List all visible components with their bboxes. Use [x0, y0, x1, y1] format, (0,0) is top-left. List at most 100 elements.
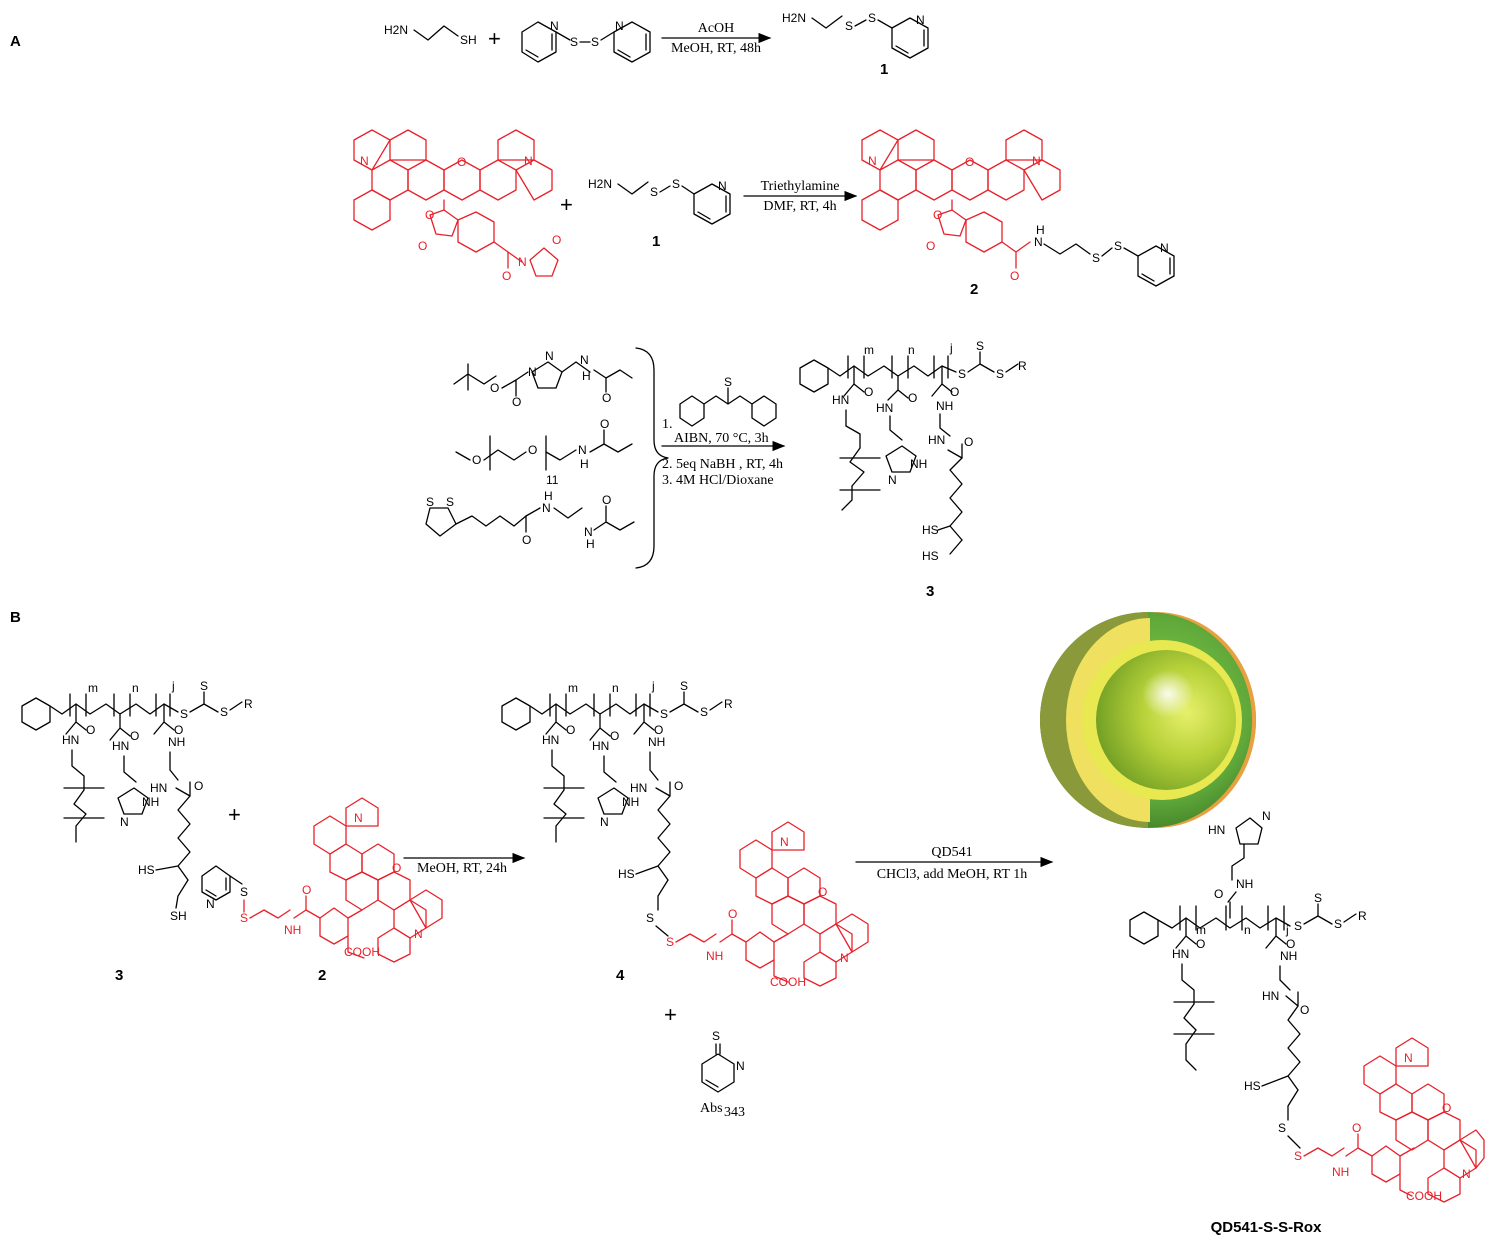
quantum-dot-core-shell — [1040, 612, 1256, 828]
atom-hn: HN — [1172, 947, 1189, 961]
atom-o: O — [602, 391, 611, 405]
label-compound-1: 1 — [880, 61, 888, 78]
atom-hn: HN — [1208, 823, 1225, 837]
panel-label-a: A — [10, 33, 21, 50]
reaction-arrow-5: QD541 CHCl3, add MeOH, RT 1h — [855, 845, 1054, 882]
atom-o: O — [933, 208, 942, 222]
atom-o: O — [457, 155, 466, 169]
polymer-3-panel-b: m n j S S S R HN O HN O NH N O NH HN O H… — [21, 679, 253, 923]
bracket — [635, 347, 669, 569]
atom-o: O — [502, 269, 511, 283]
atom-nh: NH — [1236, 877, 1253, 891]
plus-sign: + — [228, 802, 241, 827]
cooh: COOH — [344, 945, 380, 959]
index-n: n — [908, 343, 915, 357]
plus-sign: + — [664, 1002, 677, 1027]
label-compound-3: 3 — [926, 583, 934, 600]
condition-dmf-rt-4h: DMF, RT, 4h — [763, 199, 836, 214]
atom-s: S — [220, 705, 228, 719]
atom-n-plus: N — [414, 927, 423, 941]
atom-n: N — [120, 815, 129, 829]
atom-s: S — [1114, 239, 1122, 253]
condition-meoh-rt-48h: MeOH, RT, 48h — [671, 41, 761, 56]
label-compound-3-panel-b: 3 — [115, 967, 123, 984]
index-j: j — [651, 679, 655, 693]
atom-s: S — [868, 11, 876, 25]
atom-o: O — [964, 435, 973, 449]
atom-o: O — [425, 208, 434, 222]
atom-nh: NH — [936, 399, 953, 413]
atom-n: N — [542, 501, 551, 515]
atom-r: R — [244, 697, 253, 711]
atom-s: S — [240, 885, 248, 899]
atom-n: N — [524, 154, 533, 168]
atom-h: H — [1036, 223, 1045, 237]
atom-h: H — [582, 369, 591, 383]
atom-o: O — [728, 907, 737, 921]
atom-h: H — [586, 537, 595, 551]
atom-s2: S — [591, 35, 599, 49]
qd541-s-s-rox-ligand: HN N NH O m n j S S S R HN O O NH HN O H… — [1129, 809, 1485, 1203]
atom-n: N — [888, 473, 897, 487]
label-compound-4: 4 — [616, 967, 625, 984]
atom-hn: HN — [592, 739, 609, 753]
atom-n: N — [1262, 809, 1271, 823]
condition-qd541: QD541 — [931, 845, 972, 860]
compound-2-open-form: N S S NH O COOH N O N — [201, 797, 443, 963]
atom-o: O — [566, 723, 575, 737]
atom-hn: HN — [832, 393, 849, 407]
atom-hn: HN — [542, 733, 559, 747]
atom-s: S — [724, 375, 732, 389]
rox-nhs-ester: N O N O O O N O — [353, 129, 561, 283]
atom-o: O — [552, 233, 561, 247]
atom-hs: HS — [922, 523, 939, 537]
atom-s: S — [700, 705, 708, 719]
polymer-3: m n j S S S R HN O HN O NH N O NH HN O H… — [799, 339, 1027, 563]
atom-s: S — [200, 679, 208, 693]
label-compound-2: 2 — [970, 281, 978, 298]
compound-1: H2N S S N — [782, 11, 929, 59]
atom-o: O — [472, 453, 481, 467]
condition-nabh: 2. 5eq NaBH , RT, 4h — [662, 457, 783, 472]
plus-sign: + — [488, 26, 501, 51]
compound-1-reagent: H2N S S N — [588, 177, 731, 225]
atom-n: N — [1160, 241, 1169, 255]
atom-o: O — [490, 381, 499, 395]
atom-hn: HN — [62, 733, 79, 747]
atom-s: S — [680, 679, 688, 693]
index-m: m — [1196, 923, 1206, 937]
atom-n: N — [736, 1059, 745, 1073]
index-n: n — [132, 681, 139, 695]
condition-aibn: AIBN, 70 °C, 3h — [674, 431, 769, 446]
atom-o: O — [86, 723, 95, 737]
atom-sh: SH — [170, 909, 187, 923]
atom-hs: HS — [138, 863, 155, 877]
index-j: j — [1285, 923, 1289, 937]
byproduct-abs-subscript: 343 — [724, 1105, 745, 1120]
atom-hs: HS — [1244, 1079, 1261, 1093]
atom-s: S — [650, 185, 658, 199]
index-n: n — [1244, 923, 1251, 937]
atom-s: S — [446, 495, 454, 509]
atom-o: O — [818, 885, 827, 899]
atom-s: S — [666, 935, 674, 949]
reaction-arrow-2: Triethylamine DMF, RT, 4h — [743, 179, 858, 214]
atom-o: O — [528, 443, 537, 457]
label-compound-2-panel-b: 2 — [318, 967, 326, 984]
atom-n: N — [206, 897, 215, 911]
atom-nh: NH — [284, 923, 301, 937]
reaction-arrow-3: 1. AIBN, 70 °C, 3h 2. 5eq NaBH , RT, 4h … — [661, 417, 786, 488]
atom-nh: NH — [910, 457, 927, 471]
atom-o: O — [302, 883, 311, 897]
raft-agent-dibenzyl-trithiocarbonate: S — [679, 375, 777, 427]
atom-o: O — [654, 723, 663, 737]
atom-n: N — [1034, 235, 1043, 249]
atom-s: S — [712, 1029, 720, 1043]
atom-s: S — [976, 339, 984, 353]
compound-2: N O N O O O N H S S N — [861, 129, 1175, 287]
atom-nh: NH — [706, 949, 723, 963]
atom-o: O — [392, 861, 401, 875]
monomer-boc-histamine-acrylamide: O O N N N H O — [453, 349, 633, 409]
atom-h2n: H2N — [588, 177, 612, 191]
